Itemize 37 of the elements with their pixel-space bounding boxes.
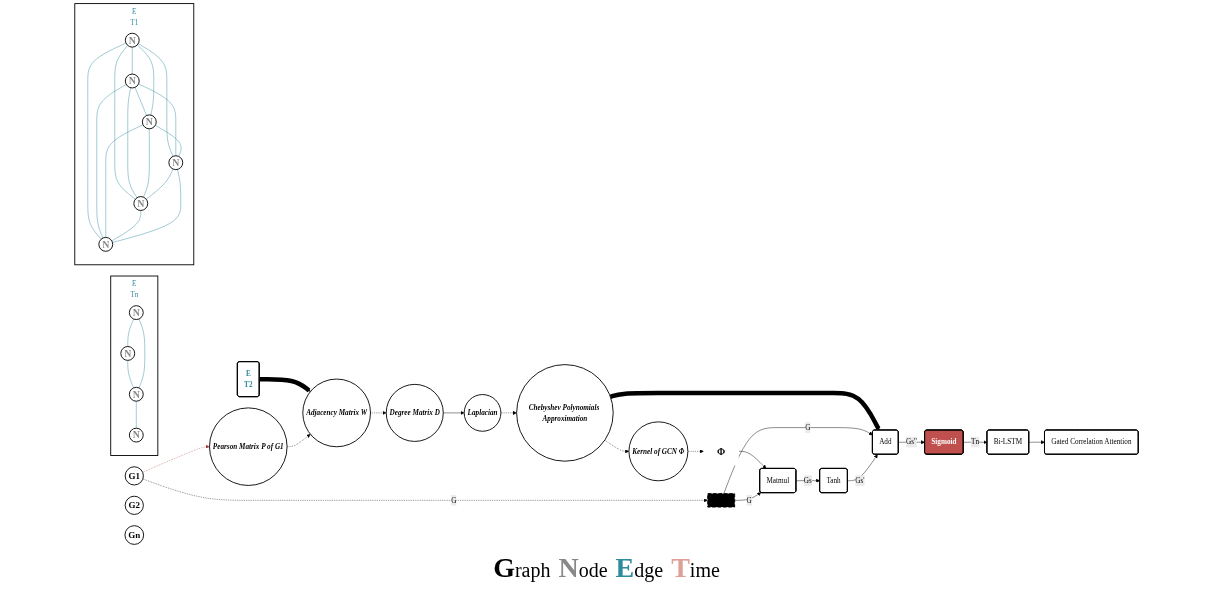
connector bbox=[127, 318, 134, 347]
connector bbox=[138, 318, 146, 389]
node-circle: Gn bbox=[124, 525, 145, 545]
arrow bbox=[609, 390, 881, 431]
connector bbox=[87, 42, 127, 240]
legend-entry: Graph bbox=[493, 552, 551, 584]
node-circle: N bbox=[124, 73, 140, 89]
node-circle: N bbox=[168, 155, 184, 171]
node-circle: N bbox=[128, 427, 144, 443]
connector bbox=[132, 46, 133, 75]
connector bbox=[114, 45, 136, 200]
connector bbox=[134, 87, 147, 116]
connector bbox=[137, 44, 155, 116]
node-circle: N bbox=[128, 386, 144, 402]
connector bbox=[127, 360, 134, 389]
node-circle: N bbox=[124, 32, 140, 48]
connector bbox=[127, 87, 138, 198]
legend-entry: Node bbox=[558, 552, 608, 584]
node-circle: N bbox=[141, 114, 157, 130]
connector bbox=[96, 84, 127, 239]
node-circle: N bbox=[98, 237, 114, 252]
arrow bbox=[259, 377, 311, 393]
connector bbox=[105, 124, 144, 238]
node-circle: N bbox=[133, 196, 149, 211]
connector bbox=[136, 401, 137, 429]
node-circle: G2 bbox=[124, 495, 144, 515]
node-circle: N bbox=[120, 346, 136, 361]
node-circle: G1 bbox=[124, 466, 144, 486]
node-circle: N bbox=[128, 305, 144, 320]
connector bbox=[146, 168, 174, 200]
legend-entry: Edge bbox=[615, 552, 664, 584]
connector bbox=[112, 169, 181, 243]
connector bbox=[155, 125, 182, 157]
node-bar bbox=[707, 493, 736, 508]
connector bbox=[111, 210, 141, 242]
legend-entry: Time bbox=[671, 552, 720, 584]
connector bbox=[143, 128, 150, 198]
